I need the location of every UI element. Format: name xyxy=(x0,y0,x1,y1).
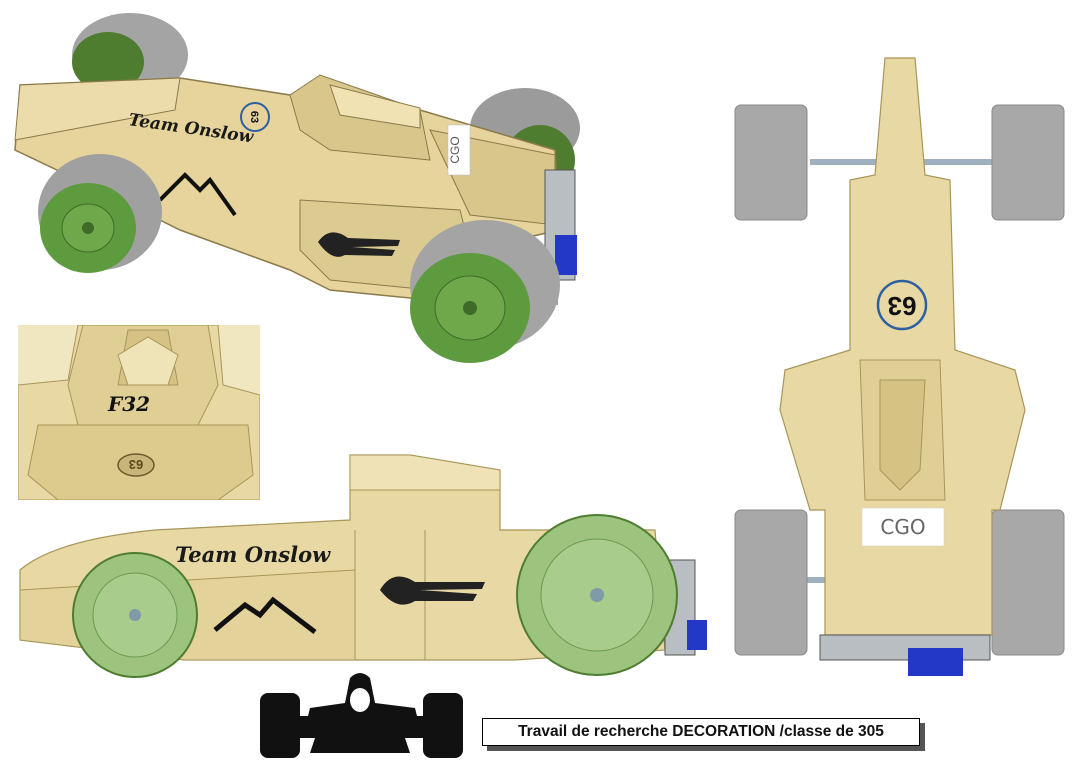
iso-wheel-front-left xyxy=(38,154,162,273)
iso-number-badge xyxy=(240,102,270,132)
iso-wheel-front-right xyxy=(410,220,560,363)
isometric-view: 63 Team Onslow CGO xyxy=(14,13,580,363)
top-rear-electronics xyxy=(819,634,991,676)
top-number-badge xyxy=(876,279,928,331)
iso-wing-logo xyxy=(318,232,400,257)
side-team-text: Team Onslow xyxy=(175,542,331,567)
side-wheel-rear xyxy=(516,514,678,676)
top-tire-front-left xyxy=(734,104,808,221)
side-mountain-logo xyxy=(213,596,317,634)
top-tire-rear-left xyxy=(734,509,808,656)
front-number-badge xyxy=(117,453,155,477)
caption-box: Travail de recherche DECORATION /classe … xyxy=(482,718,920,746)
side-wing-logo xyxy=(380,576,485,605)
svg-text:CGO: CGO xyxy=(880,515,925,539)
iso-mountain-logo xyxy=(158,172,237,217)
top-cgo-logo: CGO xyxy=(861,507,945,547)
svg-text:CGO: CGO xyxy=(448,136,462,163)
f1-car-silhouette-logo xyxy=(260,673,463,758)
caption-text: Travail de recherche DECORATION /classe … xyxy=(518,723,884,740)
front-view: F32 63 xyxy=(18,325,260,500)
iso-wheel-back-left xyxy=(72,13,188,97)
iso-cgo-logo: CGO xyxy=(447,124,471,176)
iso-car-body xyxy=(14,74,561,301)
top-car-body xyxy=(779,57,1026,636)
side-wheel-front xyxy=(72,552,198,678)
front-label-text: F32 xyxy=(107,392,150,416)
top-view: 63 CGO xyxy=(734,57,1065,676)
top-tire-rear-right xyxy=(991,509,1065,656)
iso-number-text: 63 xyxy=(248,111,260,123)
side-view: Team Onslow xyxy=(19,454,707,678)
top-number-text: 63 xyxy=(888,291,917,321)
front-number-text: 63 xyxy=(129,457,143,472)
top-tire-front-right xyxy=(991,104,1065,221)
